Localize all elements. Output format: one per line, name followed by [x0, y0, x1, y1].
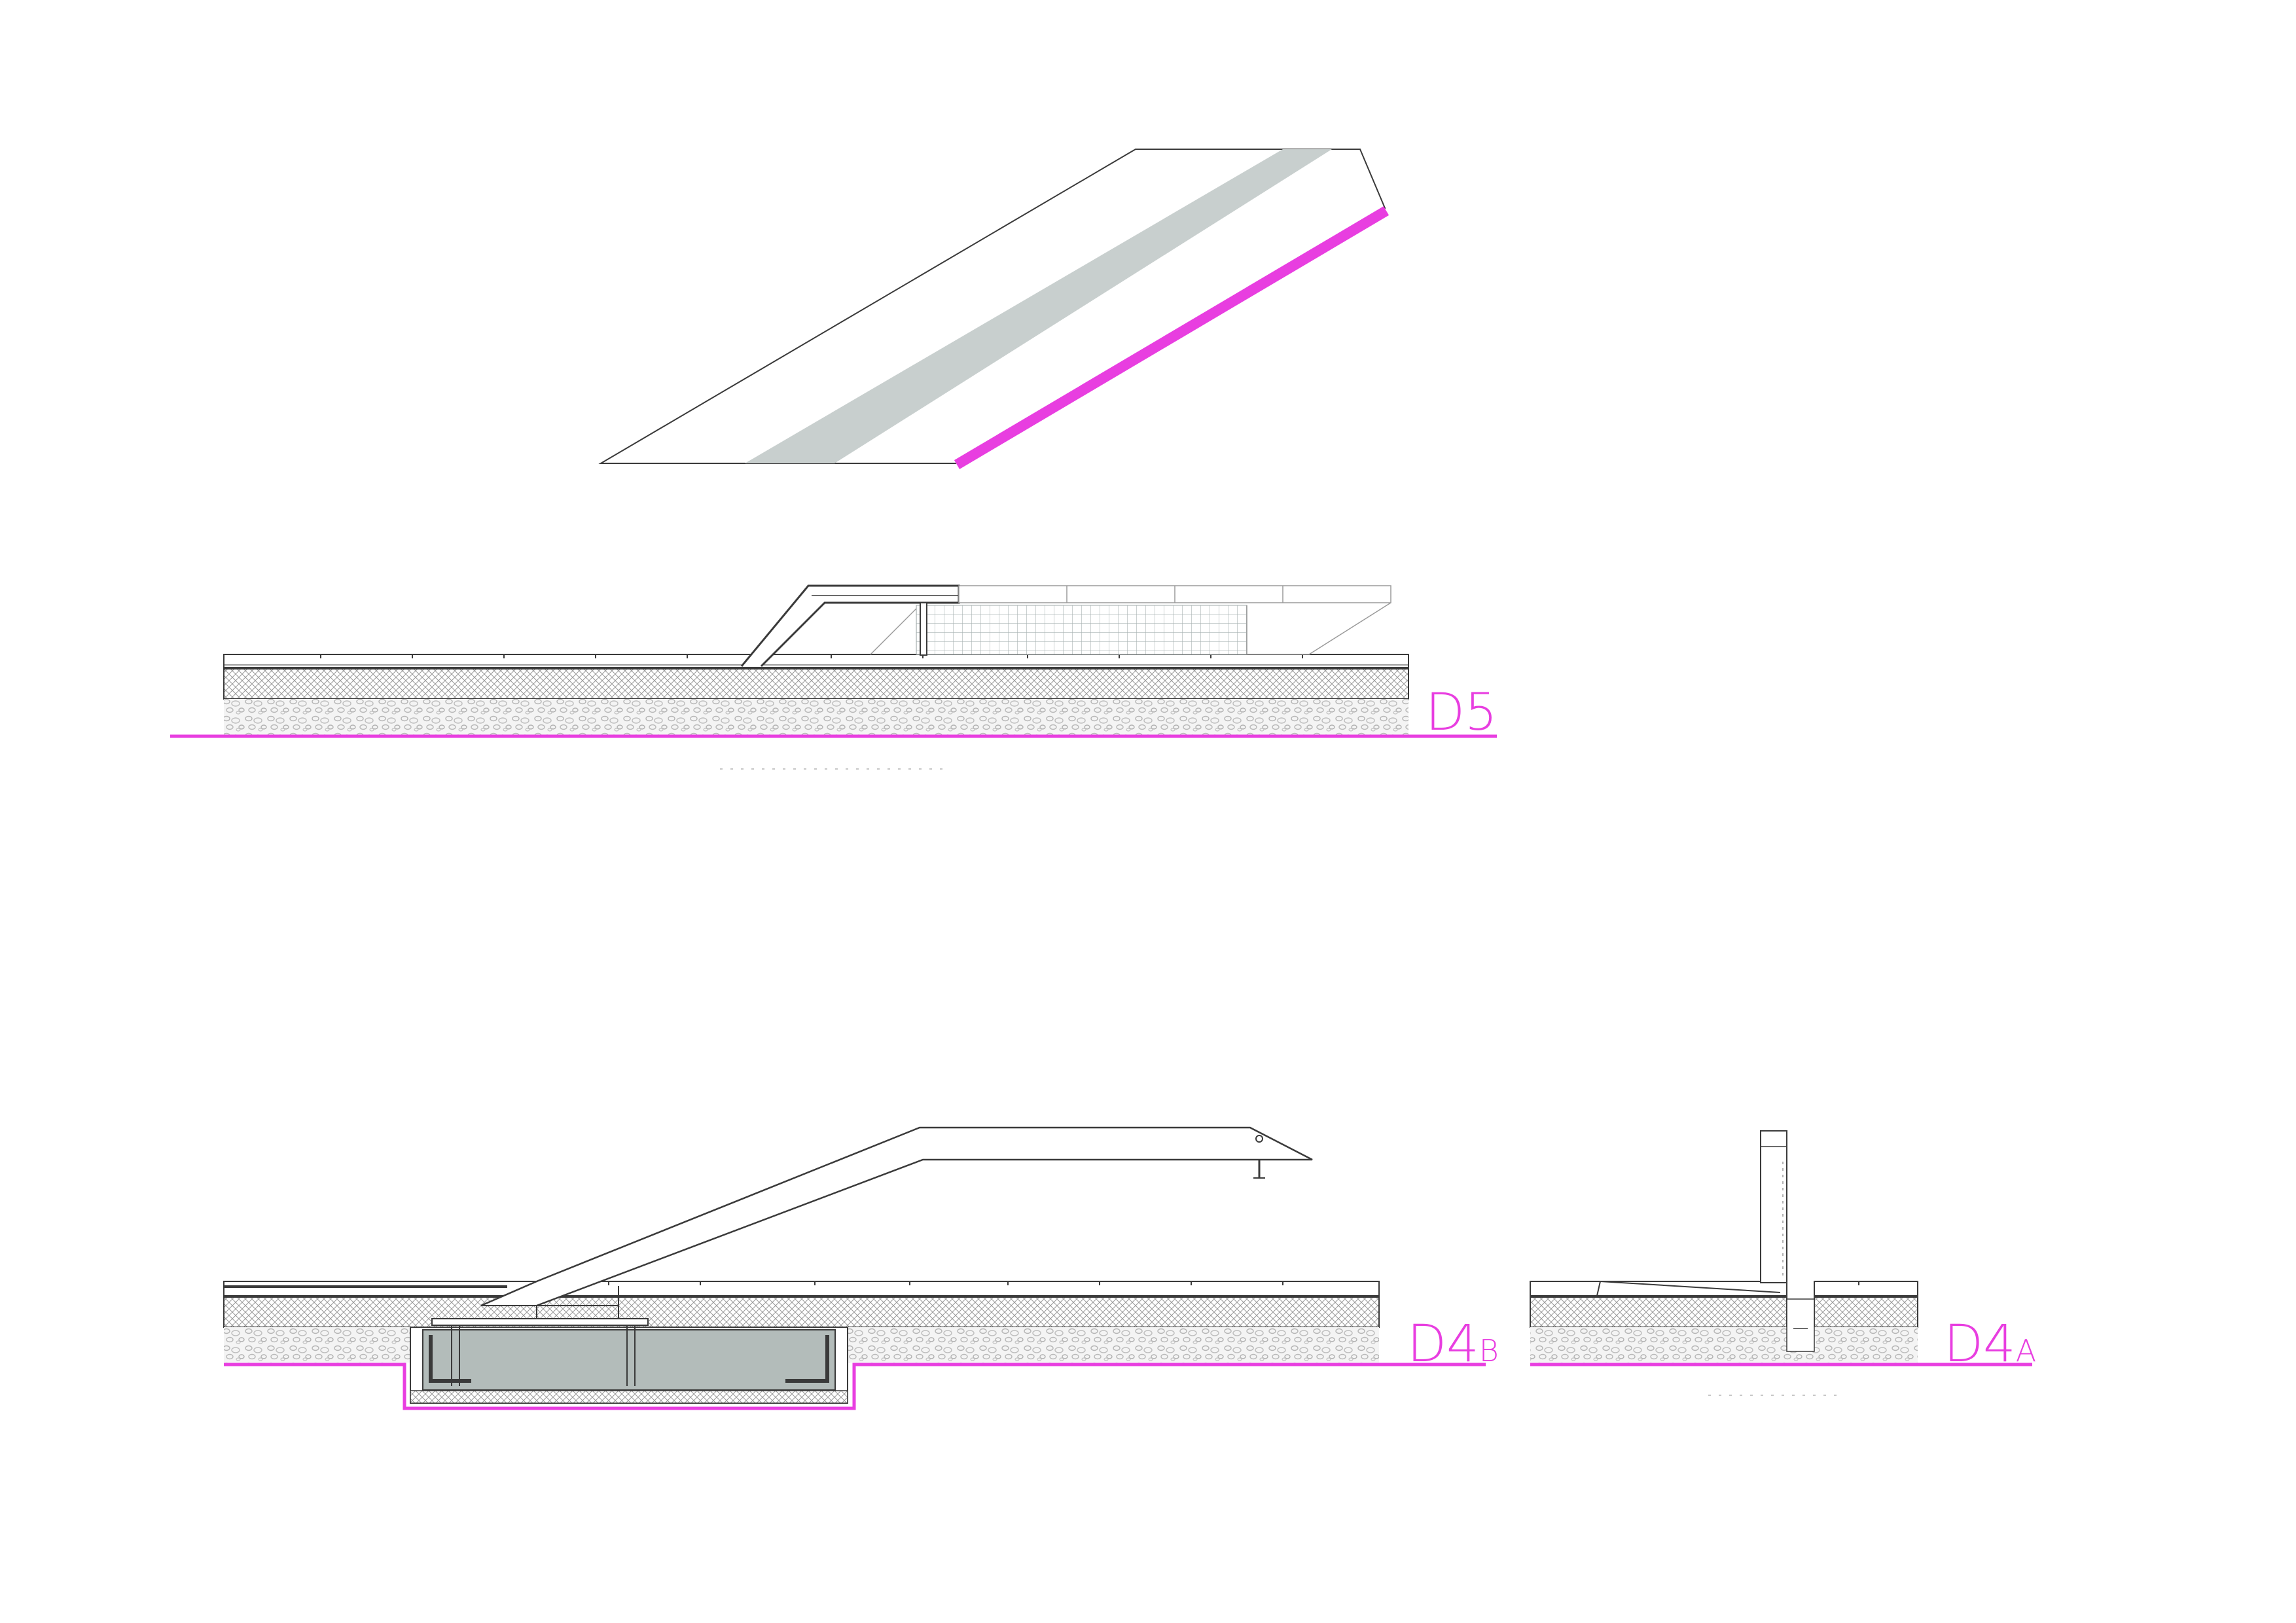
- section-d4a: D4A: [1530, 1130, 2036, 1396]
- d4a-slab-left: [1530, 1296, 1787, 1328]
- d4a-gravel-bed: [1530, 1327, 1918, 1363]
- d5-mesh-panel: [916, 605, 1247, 655]
- d4b-concrete-slab: [223, 1296, 1380, 1328]
- d4b-right-bracket: [785, 1335, 829, 1383]
- d4b-ground-line: [224, 1363, 1486, 1410]
- d4a-decking-right: [1814, 1281, 1918, 1296]
- d4a-post-footing: [1786, 1298, 1815, 1352]
- d4b-deck-joints: [608, 1281, 1283, 1285]
- d5-label: D5: [1426, 683, 1498, 742]
- d5-support-post: [920, 602, 927, 656]
- d4b-fixing-hole: [1255, 1135, 1263, 1143]
- d4a-post: [1760, 1130, 1787, 1283]
- section-d4b: D4B: [223, 1126, 1499, 1410]
- plank-shade-band: [745, 149, 1332, 463]
- d4b-precast-unit: [422, 1329, 836, 1391]
- d5-deck-joints: [320, 654, 1303, 658]
- d4b-decking: [223, 1281, 1380, 1296]
- d4a-slab-right: [1814, 1296, 1918, 1328]
- plank-top-face: [598, 149, 1386, 464]
- section-d5: D5: [170, 584, 1498, 770]
- d4b-bench-arm: [480, 1126, 1313, 1307]
- d5-concrete-slab: [223, 668, 1409, 700]
- d5-decking: [223, 654, 1409, 668]
- d4b-label: D4B: [1407, 1315, 1499, 1374]
- d4b-base-plate: [431, 1318, 649, 1326]
- d4b-left-bracket: [429, 1335, 471, 1383]
- inclined-plank-view: [598, 149, 1390, 469]
- plank-magenta-edge: [954, 206, 1390, 469]
- d4a-label: D4A: [1944, 1315, 2036, 1374]
- d4b-trench-base: [410, 1390, 848, 1404]
- d5-gravel-bed: [224, 699, 1408, 736]
- d4a-decking-left: [1530, 1281, 1787, 1296]
